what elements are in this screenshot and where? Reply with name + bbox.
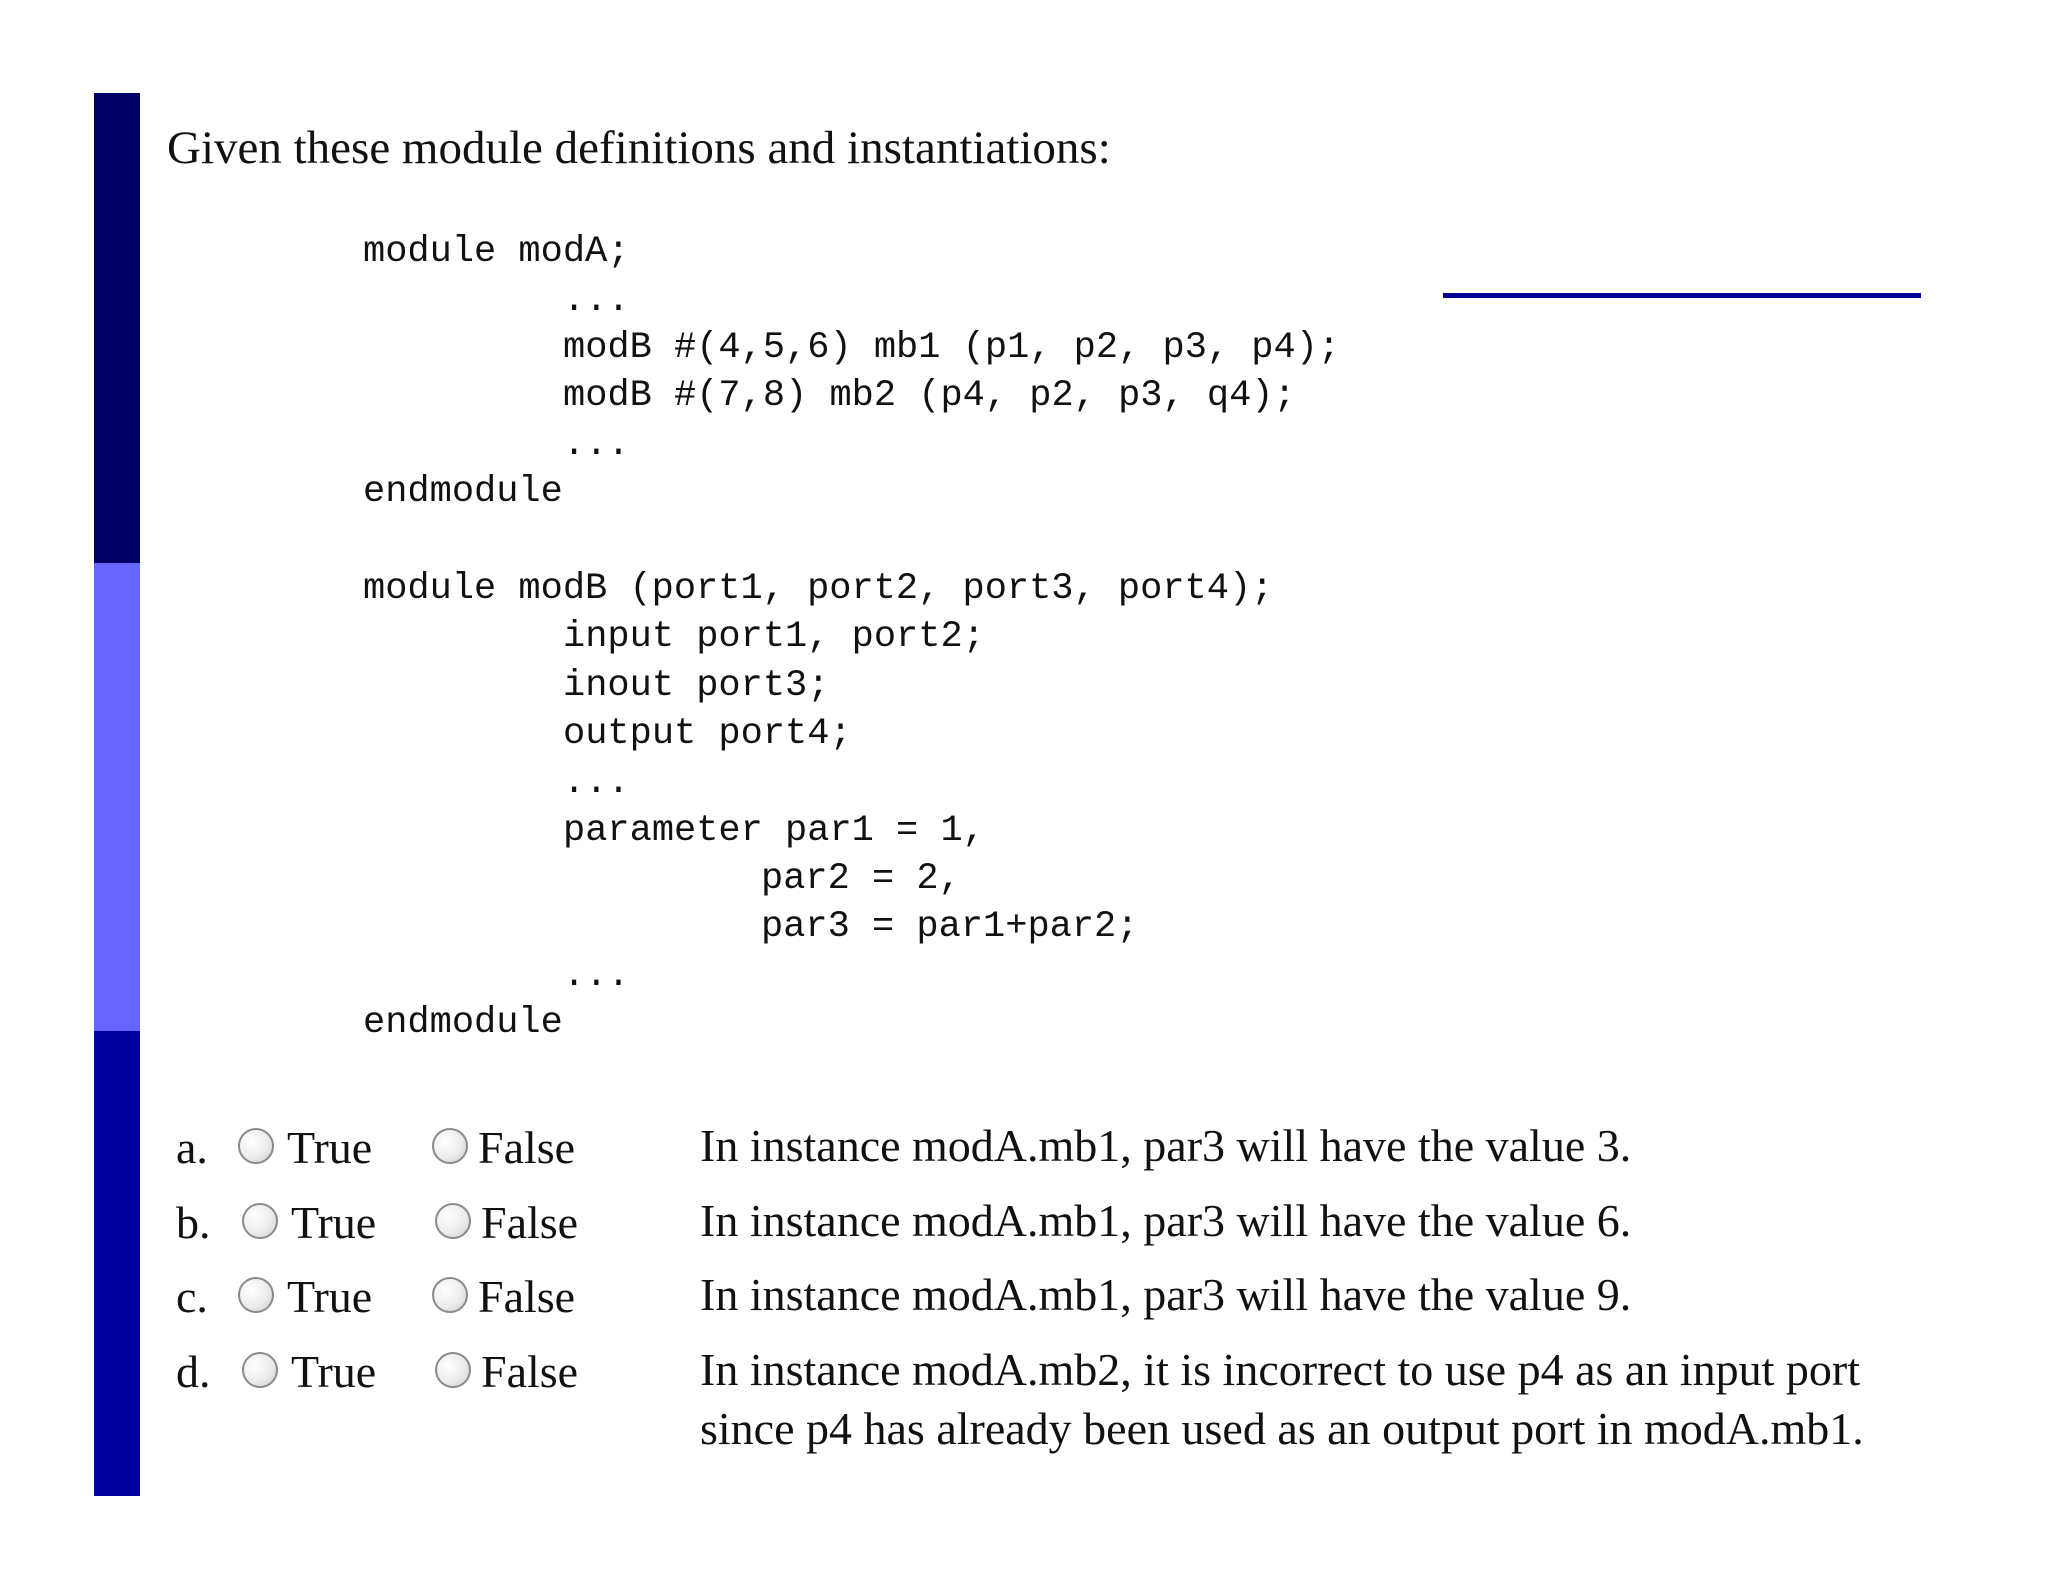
code-line: ...: [563, 424, 630, 466]
true-label: True: [291, 1197, 377, 1248]
accent-bar-top-segment: [94, 93, 140, 563]
radio-true-b[interactable]: [242, 1203, 278, 1239]
code-line: output port4;: [563, 713, 852, 755]
false-label: False: [481, 1346, 579, 1397]
question-letter: d.: [176, 1346, 211, 1397]
code-line: par2 = 2,: [761, 858, 961, 900]
false-label: False: [478, 1122, 576, 1173]
code-line: inout port3;: [563, 665, 830, 707]
code-line: ...: [563, 762, 630, 804]
code-line: module modA;: [363, 231, 630, 273]
question-letter: c.: [176, 1271, 208, 1322]
page-heading: Given these module definitions and insta…: [167, 122, 1111, 174]
radio-false-b[interactable]: [435, 1203, 471, 1239]
question-letter: a.: [176, 1122, 208, 1173]
code-line: parameter par1 = 1,: [563, 810, 985, 852]
question-statement: In instance modA.mb1, par3 will have the…: [700, 1120, 1632, 1171]
true-label: True: [287, 1122, 373, 1173]
radio-true-a[interactable]: [238, 1128, 274, 1164]
accent-bar-middle-segment: [94, 563, 140, 1031]
code-line: modB #(7,8) mb2 (p4, p2, p3, q4);: [563, 375, 1296, 417]
false-label: False: [478, 1271, 576, 1322]
question-statement: In instance modA.mb2, it is incorrect to…: [700, 1344, 1860, 1395]
code-line: module modB (port1, port2, port3, port4)…: [363, 568, 1274, 610]
code-line: par3 = par1+par2;: [761, 906, 1139, 948]
true-label: True: [291, 1346, 377, 1397]
accent-bar-bottom-segment: [94, 1031, 140, 1496]
question-statement: In instance modA.mb1, par3 will have the…: [700, 1195, 1632, 1246]
true-label: True: [287, 1271, 373, 1322]
radio-false-a[interactable]: [432, 1128, 468, 1164]
question-statement: In instance modA.mb1, par3 will have the…: [700, 1269, 1632, 1320]
code-line: endmodule: [363, 1002, 563, 1044]
top-right-rule: [1443, 293, 1921, 298]
code-line: modB #(4,5,6) mb1 (p1, p2, p3, p4);: [563, 327, 1341, 369]
code-line: ...: [563, 955, 630, 997]
question-statement-continuation: since p4 has already been used as an out…: [700, 1403, 1864, 1454]
false-label: False: [481, 1197, 579, 1248]
left-accent-bar: [94, 93, 140, 1496]
question-letter: b.: [176, 1197, 211, 1248]
code-line: endmodule: [363, 471, 563, 513]
radio-false-d[interactable]: [435, 1352, 471, 1388]
radio-true-d[interactable]: [242, 1352, 278, 1388]
code-line: ...: [563, 280, 630, 322]
radio-true-c[interactable]: [238, 1277, 274, 1313]
radio-false-c[interactable]: [432, 1277, 468, 1313]
code-line: input port1, port2;: [563, 616, 985, 658]
